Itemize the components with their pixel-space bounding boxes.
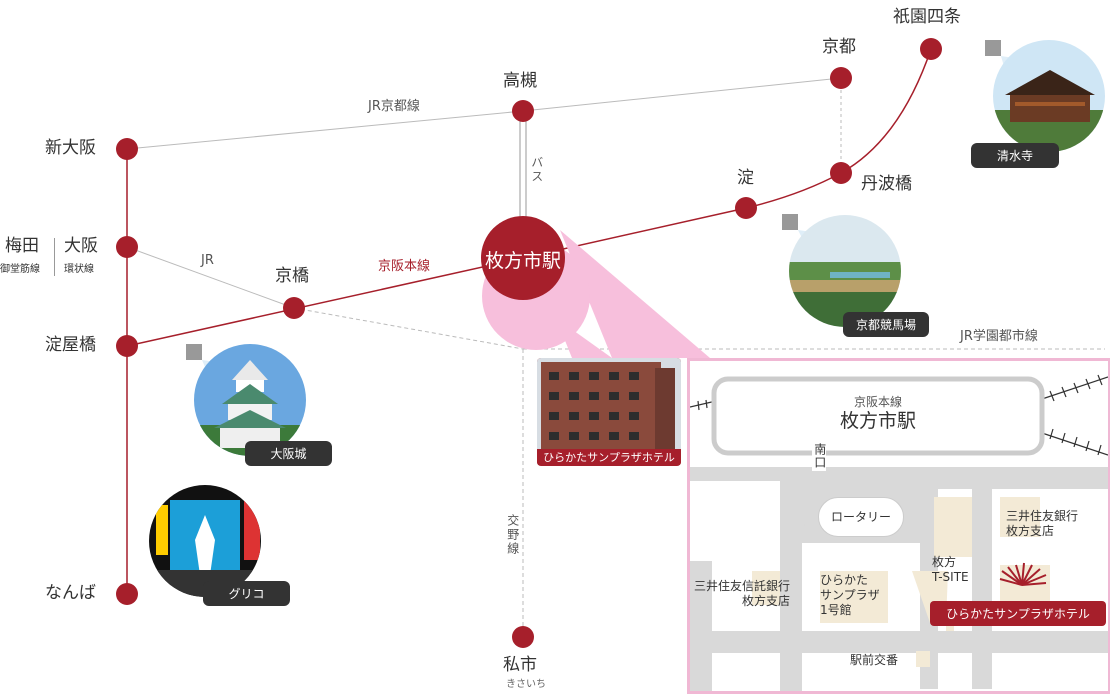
station-dot-gion-shijo: [920, 38, 942, 60]
station-namba[interactable]: なんば: [45, 583, 96, 603]
station-takatsuki[interactable]: 高槻: [503, 71, 537, 91]
map-tsite[interactable]: 枚方 T-SITE: [932, 555, 969, 584]
station-dot-namba: [116, 583, 138, 605]
station-kyobashi[interactable]: 京橋: [275, 266, 309, 286]
map-station-name[interactable]: 枚方市駅: [839, 410, 916, 432]
sight-glico[interactable]: グリコ: [203, 581, 290, 606]
station-kyoto[interactable]: 京都: [822, 37, 856, 57]
map-line-name: 京阪本線: [853, 395, 902, 409]
line-katano: 交野線: [505, 514, 520, 556]
kiyomizu-photo: [993, 40, 1105, 152]
glico-photo: [149, 485, 261, 597]
jr-kyoto-line-east: [522, 77, 842, 112]
sight-kiyomizu[interactable]: 清水寺: [971, 143, 1059, 168]
station-dot-kisaichi: [512, 626, 534, 648]
hotel-photo: [537, 358, 681, 450]
station-dot-yodoyabashi: [116, 335, 138, 357]
jr-kyoto-line: [126, 110, 524, 150]
station-shin-osaka[interactable]: 新大阪: [45, 138, 96, 158]
station-gion-shijo[interactable]: 祇園四条: [893, 7, 961, 27]
racecourse-marker: [782, 214, 798, 230]
station-dot-hirakatashi: [481, 216, 565, 300]
station-dot-umeda: [116, 236, 138, 258]
map-smbc-bank[interactable]: 三井住友銀行 枚方支店: [1006, 509, 1079, 538]
map-south-exit[interactable]: 南口: [812, 441, 827, 471]
hotel-photo-card[interactable]: ひらかたサンプラザホテル: [537, 358, 681, 466]
keihan-main-line-west: [126, 257, 524, 347]
line-bus: バス: [529, 156, 544, 184]
line-keihan-main: 京阪本線: [378, 259, 431, 274]
sight-osaka-castle[interactable]: 大阪城: [245, 441, 332, 466]
station-dot-kyobashi: [283, 297, 305, 319]
sight-kyoto-racecourse[interactable]: 京都競馬場: [843, 312, 929, 337]
hotel-photo-caption: ひらかたサンプラザホテル: [537, 449, 681, 465]
jr-tozai-line: [126, 246, 295, 309]
station-dot-yodo: [735, 197, 757, 219]
umeda-osaka-divider: [54, 238, 55, 276]
castle-marker: [186, 344, 202, 360]
station-area-map: 京阪本線 枚方市駅 南口 ロータリー 三井住友銀行 枚方支店 三井住友信託銀行 …: [687, 358, 1110, 694]
station-osaka-sub: 環状線: [64, 264, 94, 275]
station-dot-kyoto: [830, 67, 852, 89]
hirakata-callout: [560, 230, 710, 358]
line-jr-kyoto: JR京都線: [368, 99, 420, 114]
map-hotel-label[interactable]: ひらかたサンプラザホテル: [930, 601, 1106, 626]
station-kisaichi-reading: きさいち: [506, 679, 546, 690]
map-koban[interactable]: 駅前交番: [850, 653, 899, 667]
line-jr-gakkentoshi: JR学園都市線: [960, 329, 1038, 344]
line-jr: JR: [201, 253, 214, 268]
station-yodoyabashi[interactable]: 淀屋橋: [45, 335, 96, 355]
castle-photo: [194, 344, 306, 456]
map-rotary: ロータリー: [818, 497, 904, 537]
station-dot-shin-osaka: [116, 138, 138, 160]
station-umeda-sub: 御堂筋線: [0, 264, 40, 275]
station-osaka[interactable]: 大阪: [64, 236, 98, 256]
station-yodo[interactable]: 淀: [737, 168, 754, 188]
station-hirakatashi[interactable]: 枚方市駅: [484, 250, 561, 272]
station-kisaichi[interactable]: 私市: [503, 655, 537, 675]
kiyomizu-marker: [985, 40, 1001, 56]
station-tambabashi[interactable]: 丹波橋: [861, 174, 912, 194]
map-sunplaza-bldg1[interactable]: ひらかた サンプラザ 1号館: [820, 573, 880, 617]
hotel-burst-icon: [999, 562, 1047, 586]
station-dot-takatsuki: [512, 100, 534, 122]
station-dot-tambabashi: [830, 162, 852, 184]
jr-gakkentoshi-line-west: [293, 307, 524, 350]
station-umeda[interactable]: 梅田: [5, 236, 39, 256]
map-smtb-bank[interactable]: 三井住友信託銀行 枚方支店: [694, 579, 791, 608]
